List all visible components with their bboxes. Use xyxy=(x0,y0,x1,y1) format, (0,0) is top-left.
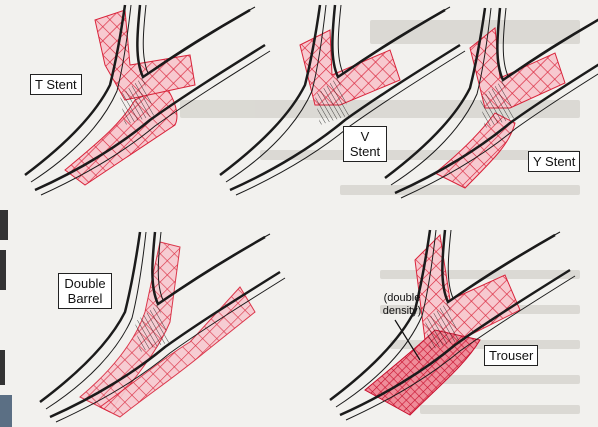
label-trouser-text: Trouser xyxy=(489,348,533,363)
note-double-density-line1: (double xyxy=(372,292,432,305)
label-y-stent: Y Stent xyxy=(528,151,580,172)
label-double-barrel: Double Barrel xyxy=(58,273,112,309)
panel-double-barrel xyxy=(40,232,285,422)
label-double-barrel-line1: Double xyxy=(63,276,107,291)
label-y-stent-text: Y Stent xyxy=(533,154,575,169)
label-v-stent-line1: V xyxy=(348,129,382,144)
label-v-stent-line2: Stent xyxy=(348,144,382,159)
label-t-stent: T Stent xyxy=(30,74,82,95)
panel-v-stent xyxy=(220,5,465,195)
label-trouser: Trouser xyxy=(484,345,538,366)
label-v-stent: V Stent xyxy=(343,126,387,162)
note-double-density: (double density) xyxy=(372,292,432,318)
note-double-density-line2: density) xyxy=(372,305,432,318)
label-double-barrel-line2: Barrel xyxy=(63,291,107,306)
panel-t-stent xyxy=(25,5,270,195)
panel-trouser xyxy=(330,230,575,420)
label-t-stent-text: T Stent xyxy=(35,77,77,92)
